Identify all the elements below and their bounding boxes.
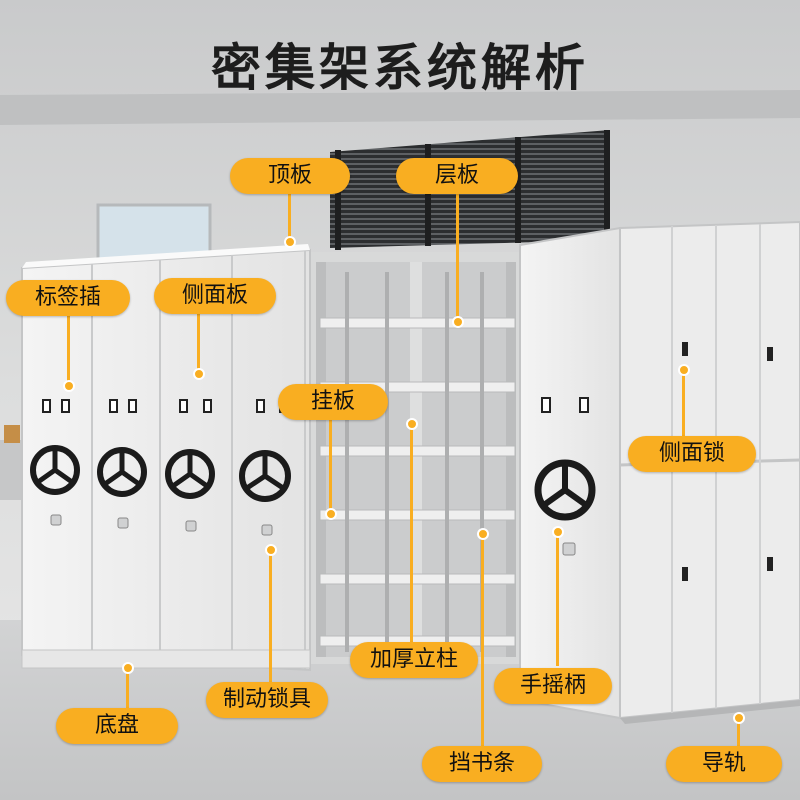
label-book-stop: 挡书条: [422, 746, 542, 782]
right-cabinet-front: [519, 226, 621, 720]
leader-line-side-panel: [197, 312, 200, 372]
pointer-dot-hanging-board: [325, 508, 337, 520]
pointer-dot-label-slot: [63, 380, 75, 392]
label-hanging-board: 挂板: [278, 384, 388, 420]
label-side-panel: 侧面板: [154, 278, 276, 314]
leader-line-thick-column: [410, 424, 413, 644]
label-hand-crank: 手摇柄: [494, 668, 612, 704]
pointer-dot-brake-lock: [265, 544, 277, 556]
leader-line-hand-crank: [556, 534, 559, 666]
left-cabinet-row: [21, 244, 311, 672]
ceiling-beam: [0, 90, 800, 125]
pointer-dot-top-panel: [284, 236, 296, 248]
leader-line-brake-lock: [269, 552, 272, 684]
rail: [620, 700, 800, 724]
pointer-dot-base: [122, 662, 134, 674]
leader-line-hanging-board: [329, 418, 332, 510]
handwheels: [30, 445, 291, 502]
page-title: 密集架系统解析: [211, 39, 589, 97]
leader-line-guide-rail: [737, 720, 740, 748]
label-thick-column: 加厚立柱: [350, 642, 478, 678]
label-label-slot: 标签插: [6, 280, 130, 316]
open-shelf-bay: [308, 252, 523, 664]
pointer-dot-guide-rail: [733, 712, 745, 724]
label-guide-rail: 导轨: [666, 746, 782, 782]
pointer-dot-hand-crank: [552, 526, 564, 538]
leader-line-top-panel: [288, 194, 291, 240]
pointer-dot-side-lock: [678, 364, 690, 376]
label-base: 底盘: [56, 708, 178, 744]
leader-line-side-lock: [682, 370, 685, 436]
leader-line-book-stop: [481, 534, 484, 748]
pointer-dot-book-stop: [477, 528, 489, 540]
label-top-panel: 顶板: [230, 158, 350, 194]
leader-line-label-slot: [67, 314, 70, 384]
pointer-dot-thick-column: [406, 418, 418, 430]
pointer-dot-shelf-board: [452, 316, 464, 328]
leader-line-base: [126, 670, 129, 710]
label-shelf-board: 层板: [396, 158, 518, 194]
brake-locks: [50, 514, 273, 536]
leader-line-shelf-board: [456, 194, 459, 318]
label-side-lock: 侧面锁: [628, 436, 756, 472]
pointer-dot-side-panel: [193, 368, 205, 380]
label-brake-lock: 制动锁具: [206, 682, 328, 718]
